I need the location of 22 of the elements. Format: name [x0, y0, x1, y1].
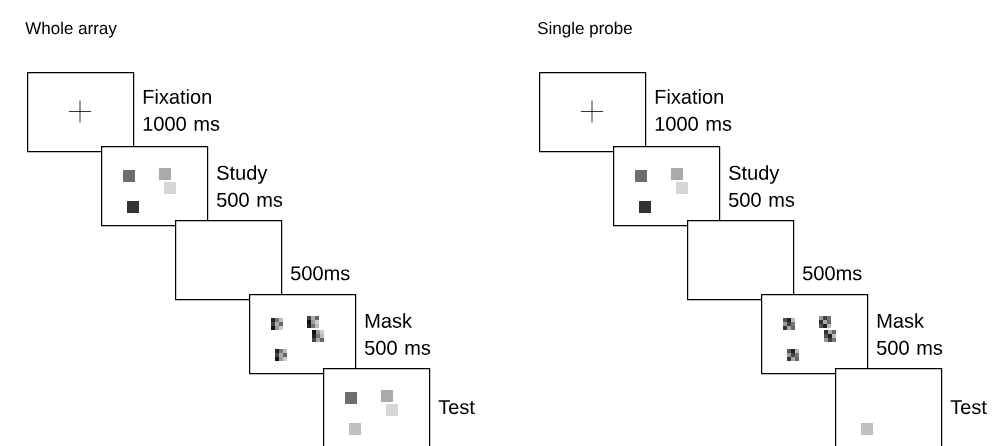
frame-caption: Fixation 1000 ms — [143, 89, 220, 131]
frame-caption: Mask 500 ms — [877, 313, 943, 355]
frame-caption: Study 500 ms — [217, 165, 283, 207]
display-frame — [323, 368, 431, 446]
frame-caption: Fixation 1000 ms — [655, 89, 732, 131]
display-frame — [101, 146, 209, 227]
frame-caption: 500ms — [803, 266, 862, 281]
display-frame — [175, 220, 283, 301]
display-frame — [27, 72, 135, 153]
display-frame — [687, 220, 795, 301]
frame-caption: Test — [950, 400, 987, 415]
display-frame — [539, 72, 647, 153]
display-frame — [613, 146, 721, 227]
panel-heading: Whole array — [25, 21, 117, 38]
display-frame — [249, 294, 357, 375]
panel-heading: Single probe — [537, 21, 632, 38]
frame-caption: Study 500 ms — [729, 165, 795, 207]
frame-caption: Test — [438, 400, 475, 415]
display-frame — [761, 294, 869, 375]
display-frame — [835, 368, 943, 446]
frame-caption: Mask 500 ms — [365, 313, 431, 355]
frame-caption: 500ms — [291, 266, 350, 281]
